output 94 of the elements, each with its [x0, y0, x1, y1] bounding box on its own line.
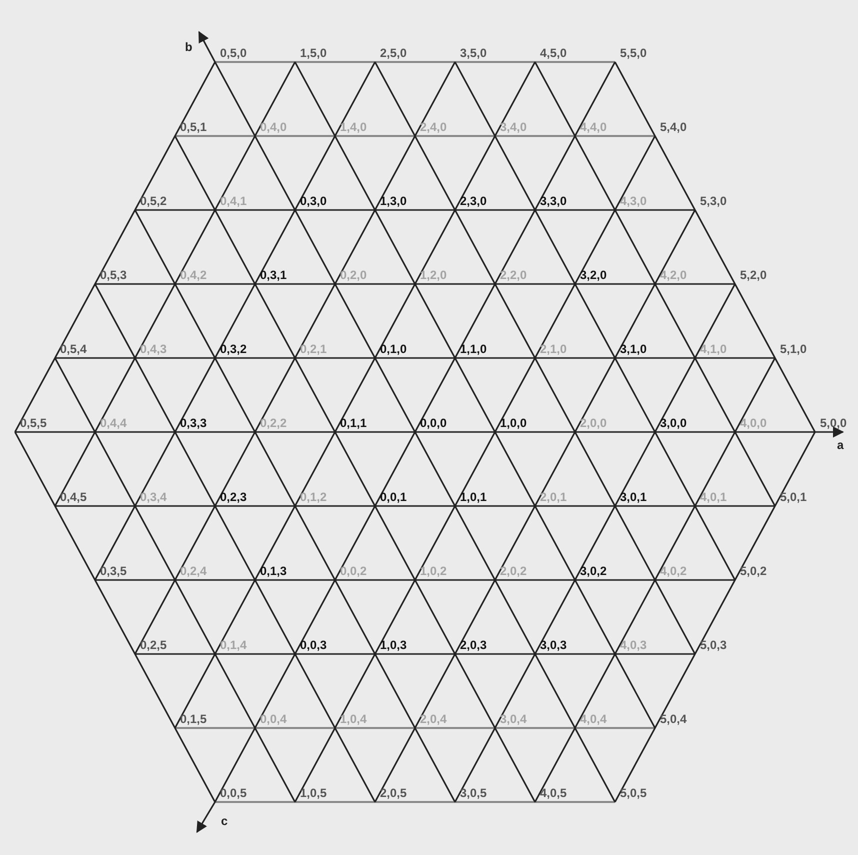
vertex-label: 5,3,0: [700, 194, 727, 208]
vertex-label: 1,3,0: [380, 194, 407, 208]
vertex-label: 1,1,0: [460, 342, 487, 356]
vertex-label: 3,3,0: [540, 194, 567, 208]
vertex-label: 5,0,4: [660, 712, 687, 726]
vertex-label: 4,4,0: [580, 120, 607, 134]
vertex-label: 2,3,0: [460, 194, 487, 208]
vertex-label: 0,4,0: [260, 120, 287, 134]
vertex-label: 0,3,4: [140, 490, 167, 504]
vertex-label: 3,0,1: [620, 490, 647, 504]
vertex-label: 0,5,1: [180, 120, 207, 134]
axis-label: a: [837, 438, 844, 452]
vertex-label: 2,1,0: [540, 342, 567, 356]
vertex-label: 4,0,5: [540, 786, 567, 800]
vertex-label: 0,0,3: [300, 638, 327, 652]
vertex-label: 0,1,0: [380, 342, 407, 356]
vertex-label: 1,2,0: [420, 268, 447, 282]
vertex-label: 1,0,0: [500, 416, 527, 430]
vertex-label: 2,0,1: [540, 490, 567, 504]
vertex-label: 4,1,0: [700, 342, 727, 356]
vertex-label: 1,0,2: [420, 564, 447, 578]
vertex-label: 0,0,0: [420, 416, 447, 430]
vertex-label: 1,0,3: [380, 638, 407, 652]
vertex-label: 0,1,4: [220, 638, 247, 652]
vertex-label: 3,2,0: [580, 268, 607, 282]
vertex-label: 0,4,1: [220, 194, 247, 208]
vertex-label: 2,2,0: [500, 268, 527, 282]
vertex-label: 0,0,1: [380, 490, 407, 504]
vertex-label: 0,4,3: [140, 342, 167, 356]
vertex-label: 2,0,5: [380, 786, 407, 800]
vertex-label: 0,1,5: [180, 712, 207, 726]
vertex-label: 5,0,3: [700, 638, 727, 652]
vertex-label: 4,5,0: [540, 46, 567, 60]
vertex-label: 3,5,0: [460, 46, 487, 60]
vertex-label: 1,0,1: [460, 490, 487, 504]
vertex-label: 4,0,3: [620, 638, 647, 652]
vertex-label: 2,0,3: [460, 638, 487, 652]
vertex-label: 0,1,3: [260, 564, 287, 578]
vertex-label: 3,0,2: [580, 564, 607, 578]
vertex-label: 0,4,5: [60, 490, 87, 504]
vertex-label: 3,4,0: [500, 120, 527, 134]
vertex-label: 4,0,0: [740, 416, 767, 430]
vertex-label: 1,4,0: [340, 120, 367, 134]
vertex-label: 5,2,0: [740, 268, 767, 282]
vertex-label: 5,0,5: [620, 786, 647, 800]
vertex-label: 0,2,1: [300, 342, 327, 356]
vertex-label: 4,0,4: [580, 712, 607, 726]
vertex-label: 3,0,0: [660, 416, 687, 430]
axis-label: b: [185, 40, 192, 54]
vertex-label: 0,5,5: [20, 416, 47, 430]
vertex-label: 0,5,4: [60, 342, 87, 356]
vertex-label: 3,0,3: [540, 638, 567, 652]
vertex-label: 0,1,1: [340, 416, 367, 430]
vertex-label: 1,0,4: [340, 712, 367, 726]
vertex-label: 0,3,3: [180, 416, 207, 430]
vertex-label: 4,0,2: [660, 564, 687, 578]
vertex-label: 2,4,0: [420, 120, 447, 134]
vertex-label: 0,1,2: [300, 490, 327, 504]
vertex-label: 0,2,3: [220, 490, 247, 504]
vertex-label: 0,2,0: [340, 268, 367, 282]
vertex-label: 0,0,2: [340, 564, 367, 578]
vertex-label: 0,5,2: [140, 194, 167, 208]
vertex-label: 1,5,0: [300, 46, 327, 60]
vertex-label: 0,2,2: [260, 416, 287, 430]
vertex-label: 4,2,0: [660, 268, 687, 282]
vertex-label: 0,4,2: [180, 268, 207, 282]
vertex-label: 5,0,1: [780, 490, 807, 504]
axis-label: c: [221, 814, 228, 828]
vertex-label: 4,3,0: [620, 194, 647, 208]
vertex-label: 3,0,4: [500, 712, 527, 726]
vertex-label: 4,0,1: [700, 490, 727, 504]
vertex-label: 0,2,5: [140, 638, 167, 652]
vertex-label: 0,3,1: [260, 268, 287, 282]
vertex-label: 0,2,4: [180, 564, 207, 578]
vertex-label: 2,0,4: [420, 712, 447, 726]
vertex-label: 2,0,0: [580, 416, 607, 430]
vertex-label: 0,5,0: [220, 46, 247, 60]
vertex-label: 5,0,2: [740, 564, 767, 578]
vertex-label: 0,3,2: [220, 342, 247, 356]
vertex-label: 3,0,5: [460, 786, 487, 800]
vertex-label: 0,0,5: [220, 786, 247, 800]
vertex-label: 0,3,5: [100, 564, 127, 578]
vertex-label: 1,0,5: [300, 786, 327, 800]
vertex-label: 0,0,4: [260, 712, 287, 726]
vertex-label: 3,1,0: [620, 342, 647, 356]
vertex-label: 2,5,0: [380, 46, 407, 60]
vertex-label: 5,1,0: [780, 342, 807, 356]
vertex-label: 0,5,3: [100, 268, 127, 282]
vertex-label: 5,4,0: [660, 120, 687, 134]
vertex-label: 0,4,4: [100, 416, 127, 430]
vertex-label: 2,0,2: [500, 564, 527, 578]
vertex-label: 0,3,0: [300, 194, 327, 208]
vertex-label: 5,5,0: [620, 46, 647, 60]
vertex-label: 5,0,0: [820, 416, 847, 430]
